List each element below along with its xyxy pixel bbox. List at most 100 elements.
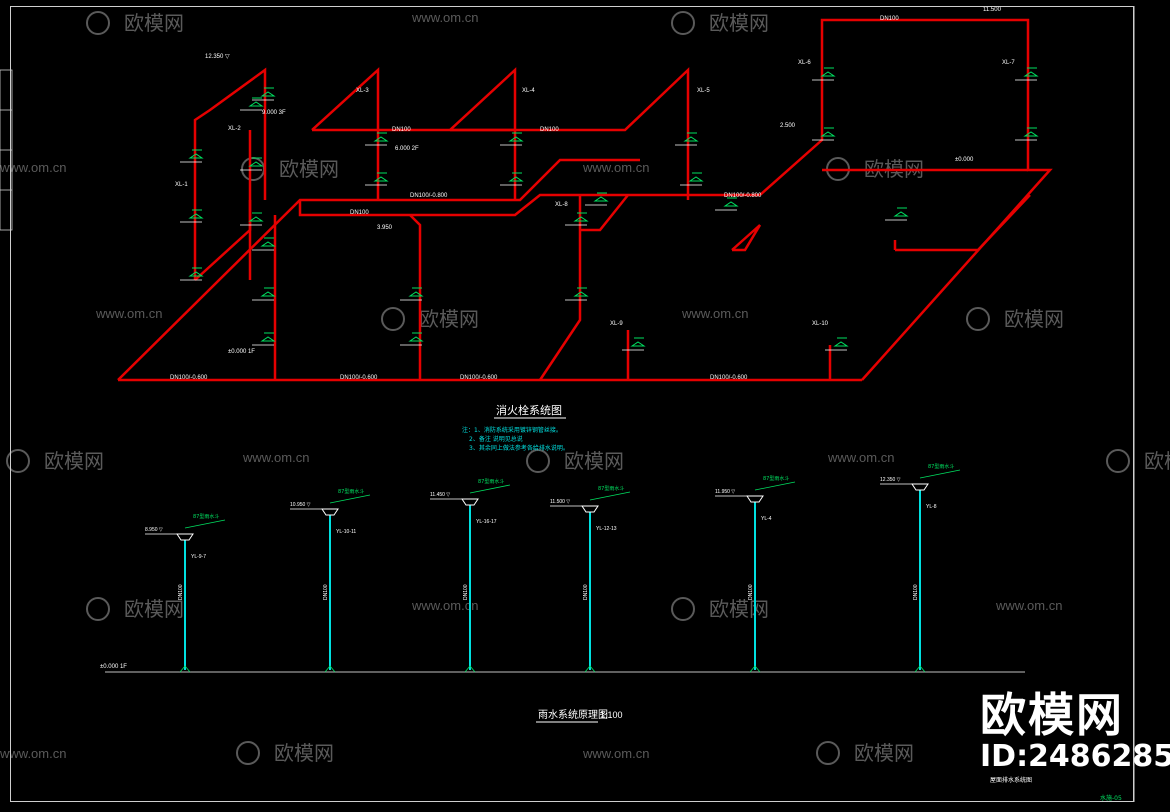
watermark-site: www.om.cn: [995, 598, 1062, 613]
fire-branch-pipe: [580, 194, 629, 232]
riser-tag: XL-9: [610, 321, 623, 327]
elev-label: 9.000 3F: [262, 110, 286, 116]
fire-hydrant-system: [117, 18, 1053, 382]
rain-drain-label: 87型雨水斗: [928, 463, 954, 470]
rain-riser-tag: YL-9-7: [191, 554, 206, 560]
dn-label: DN100/-0.800: [724, 193, 762, 199]
main-pipe-label-1: DN100/-0.600: [170, 375, 208, 381]
elev-label: 3.950: [377, 225, 393, 231]
rain-system-scale: 1:100: [600, 710, 623, 720]
elev-label: 2.500: [780, 123, 796, 129]
watermark-id: ID:2486285: [980, 739, 1170, 774]
fire-branch-pipe: [117, 158, 640, 381]
fire-hydrant-icon: [1015, 67, 1039, 81]
note-line: 3、其余同上做法参考各给排水说明。: [469, 444, 569, 452]
fire-branch-pipe: [194, 200, 252, 281]
elev-label: 6.000 2F: [395, 146, 419, 152]
watermark-site: www.om.cn: [582, 746, 649, 761]
fire-hydrant-icon: [400, 287, 424, 301]
fire-hydrant-icon: [500, 172, 524, 186]
fire-branch-pipe: [895, 194, 1031, 252]
watermark-brand: 欧模网: [44, 450, 104, 473]
fire-system-title: 消火栓系统图: [496, 403, 562, 417]
fire-riser-pipe: [409, 214, 422, 380]
watermark-logo-icon: [671, 597, 695, 621]
watermark-layer: 欧模网欧模网欧模网欧模网欧模网欧模网欧模网欧模网欧模网欧模网欧模网欧模网欧模网w…: [0, 10, 1170, 765]
watermark-logo-icon: [86, 11, 110, 35]
fire-hydrant-icon: [1015, 127, 1039, 141]
riser-tag: XL-3: [356, 88, 369, 94]
main-pipe-label-4: DN100/-0.600: [710, 375, 748, 381]
fire-hydrant-icon: [622, 337, 646, 351]
rain-drain-label: 87型雨水斗: [193, 513, 219, 520]
elev-label: ±0.000 1F: [228, 349, 255, 355]
main-pipe-label-3: DN100/-0.600: [460, 375, 498, 381]
main-pipe-label-2: DN100/-0.600: [340, 375, 378, 381]
fire-loop-pipe: [311, 67, 380, 132]
rain-drain-label: 87型雨水斗: [338, 488, 364, 495]
roof-drain-icon: [176, 533, 194, 541]
watermark-logo-icon: [86, 597, 110, 621]
fire-hydrant-icon: [365, 172, 389, 186]
fire-hydrant-icon: [240, 157, 264, 171]
riser-tag: XL-5: [697, 88, 710, 94]
watermark-brand: 欧模网: [1004, 308, 1064, 331]
fire-hydrant-icon: [240, 97, 264, 111]
rain-elev-label: 11.500 ▽: [550, 499, 570, 505]
fire-hydrant-icon: [240, 212, 264, 226]
roof-drain-icon: [581, 505, 599, 513]
watermark-logo-icon: [526, 449, 550, 473]
fire-hydrant-icon: [825, 337, 849, 351]
elev-label: ±0.000: [955, 157, 974, 163]
outlet-icon: [584, 665, 596, 673]
watermark-site: www.om.cn: [411, 598, 478, 613]
elev-label: 11.500: [983, 7, 1002, 13]
note-line: 注：1、消防系统采用镀锌钢管丝接。: [462, 426, 562, 434]
watermark-logo-icon: [966, 307, 990, 331]
fire-branch-pipe: [731, 224, 762, 252]
fire-hydrant-icon: [812, 127, 836, 141]
outlet-icon: [464, 665, 476, 673]
corner-note: 屋面排水系统图: [990, 776, 1032, 784]
watermark-logo-icon: [671, 11, 695, 35]
watermark-site: www.om.cn: [242, 450, 309, 465]
rain-pipe-label: DN100: [583, 584, 589, 600]
riser-tag: XL-7: [1002, 60, 1015, 66]
rain-elev-label: 12.350 ▽: [880, 477, 901, 483]
rain-elev-label: 8.950 ▽: [145, 527, 163, 533]
rain-pipe-label: DN100: [748, 584, 754, 600]
watermark-badge: 欧模网 ID:2486285: [980, 690, 1170, 774]
riser-tag: XL-10: [812, 321, 829, 327]
watermark-site: www.om.cn: [827, 450, 894, 465]
outlet-icon: [179, 665, 191, 673]
fire-branch-pipe: [298, 193, 760, 217]
fire-hydrant-icon: [180, 149, 204, 163]
watermark-brand: 欧模网: [564, 450, 624, 473]
rain-drain-label: 87型雨水斗: [598, 485, 624, 492]
rain-pipe-label: DN100: [913, 584, 919, 600]
fire-hydrant-icon: [252, 237, 276, 251]
fire-hydrant-icon: [252, 287, 276, 301]
rain-riser-tag: YL-8: [926, 504, 937, 510]
watermark-logo-icon: [381, 307, 405, 331]
fire-riser-pipe: [538, 195, 582, 381]
rain-pipe-label: DN100: [463, 584, 469, 600]
watermark-logo-icon: [6, 449, 30, 473]
fire-riser-pipe: [193, 67, 267, 280]
rain-system-title: 雨水系统原理图: [538, 708, 608, 721]
watermark-site: www.om.cn: [0, 746, 66, 761]
fire-hydrant-icon: [180, 267, 204, 281]
riser-tag: XL-6: [798, 60, 811, 66]
sheet-number: 水施-05: [1100, 794, 1122, 802]
roof-drain-icon: [461, 498, 479, 506]
watermark-brand: 欧模网: [1144, 450, 1170, 473]
watermark-logo-icon: [236, 741, 260, 765]
fire-hydrant-icon: [565, 212, 589, 226]
riser-tag: XL-1: [175, 182, 188, 188]
